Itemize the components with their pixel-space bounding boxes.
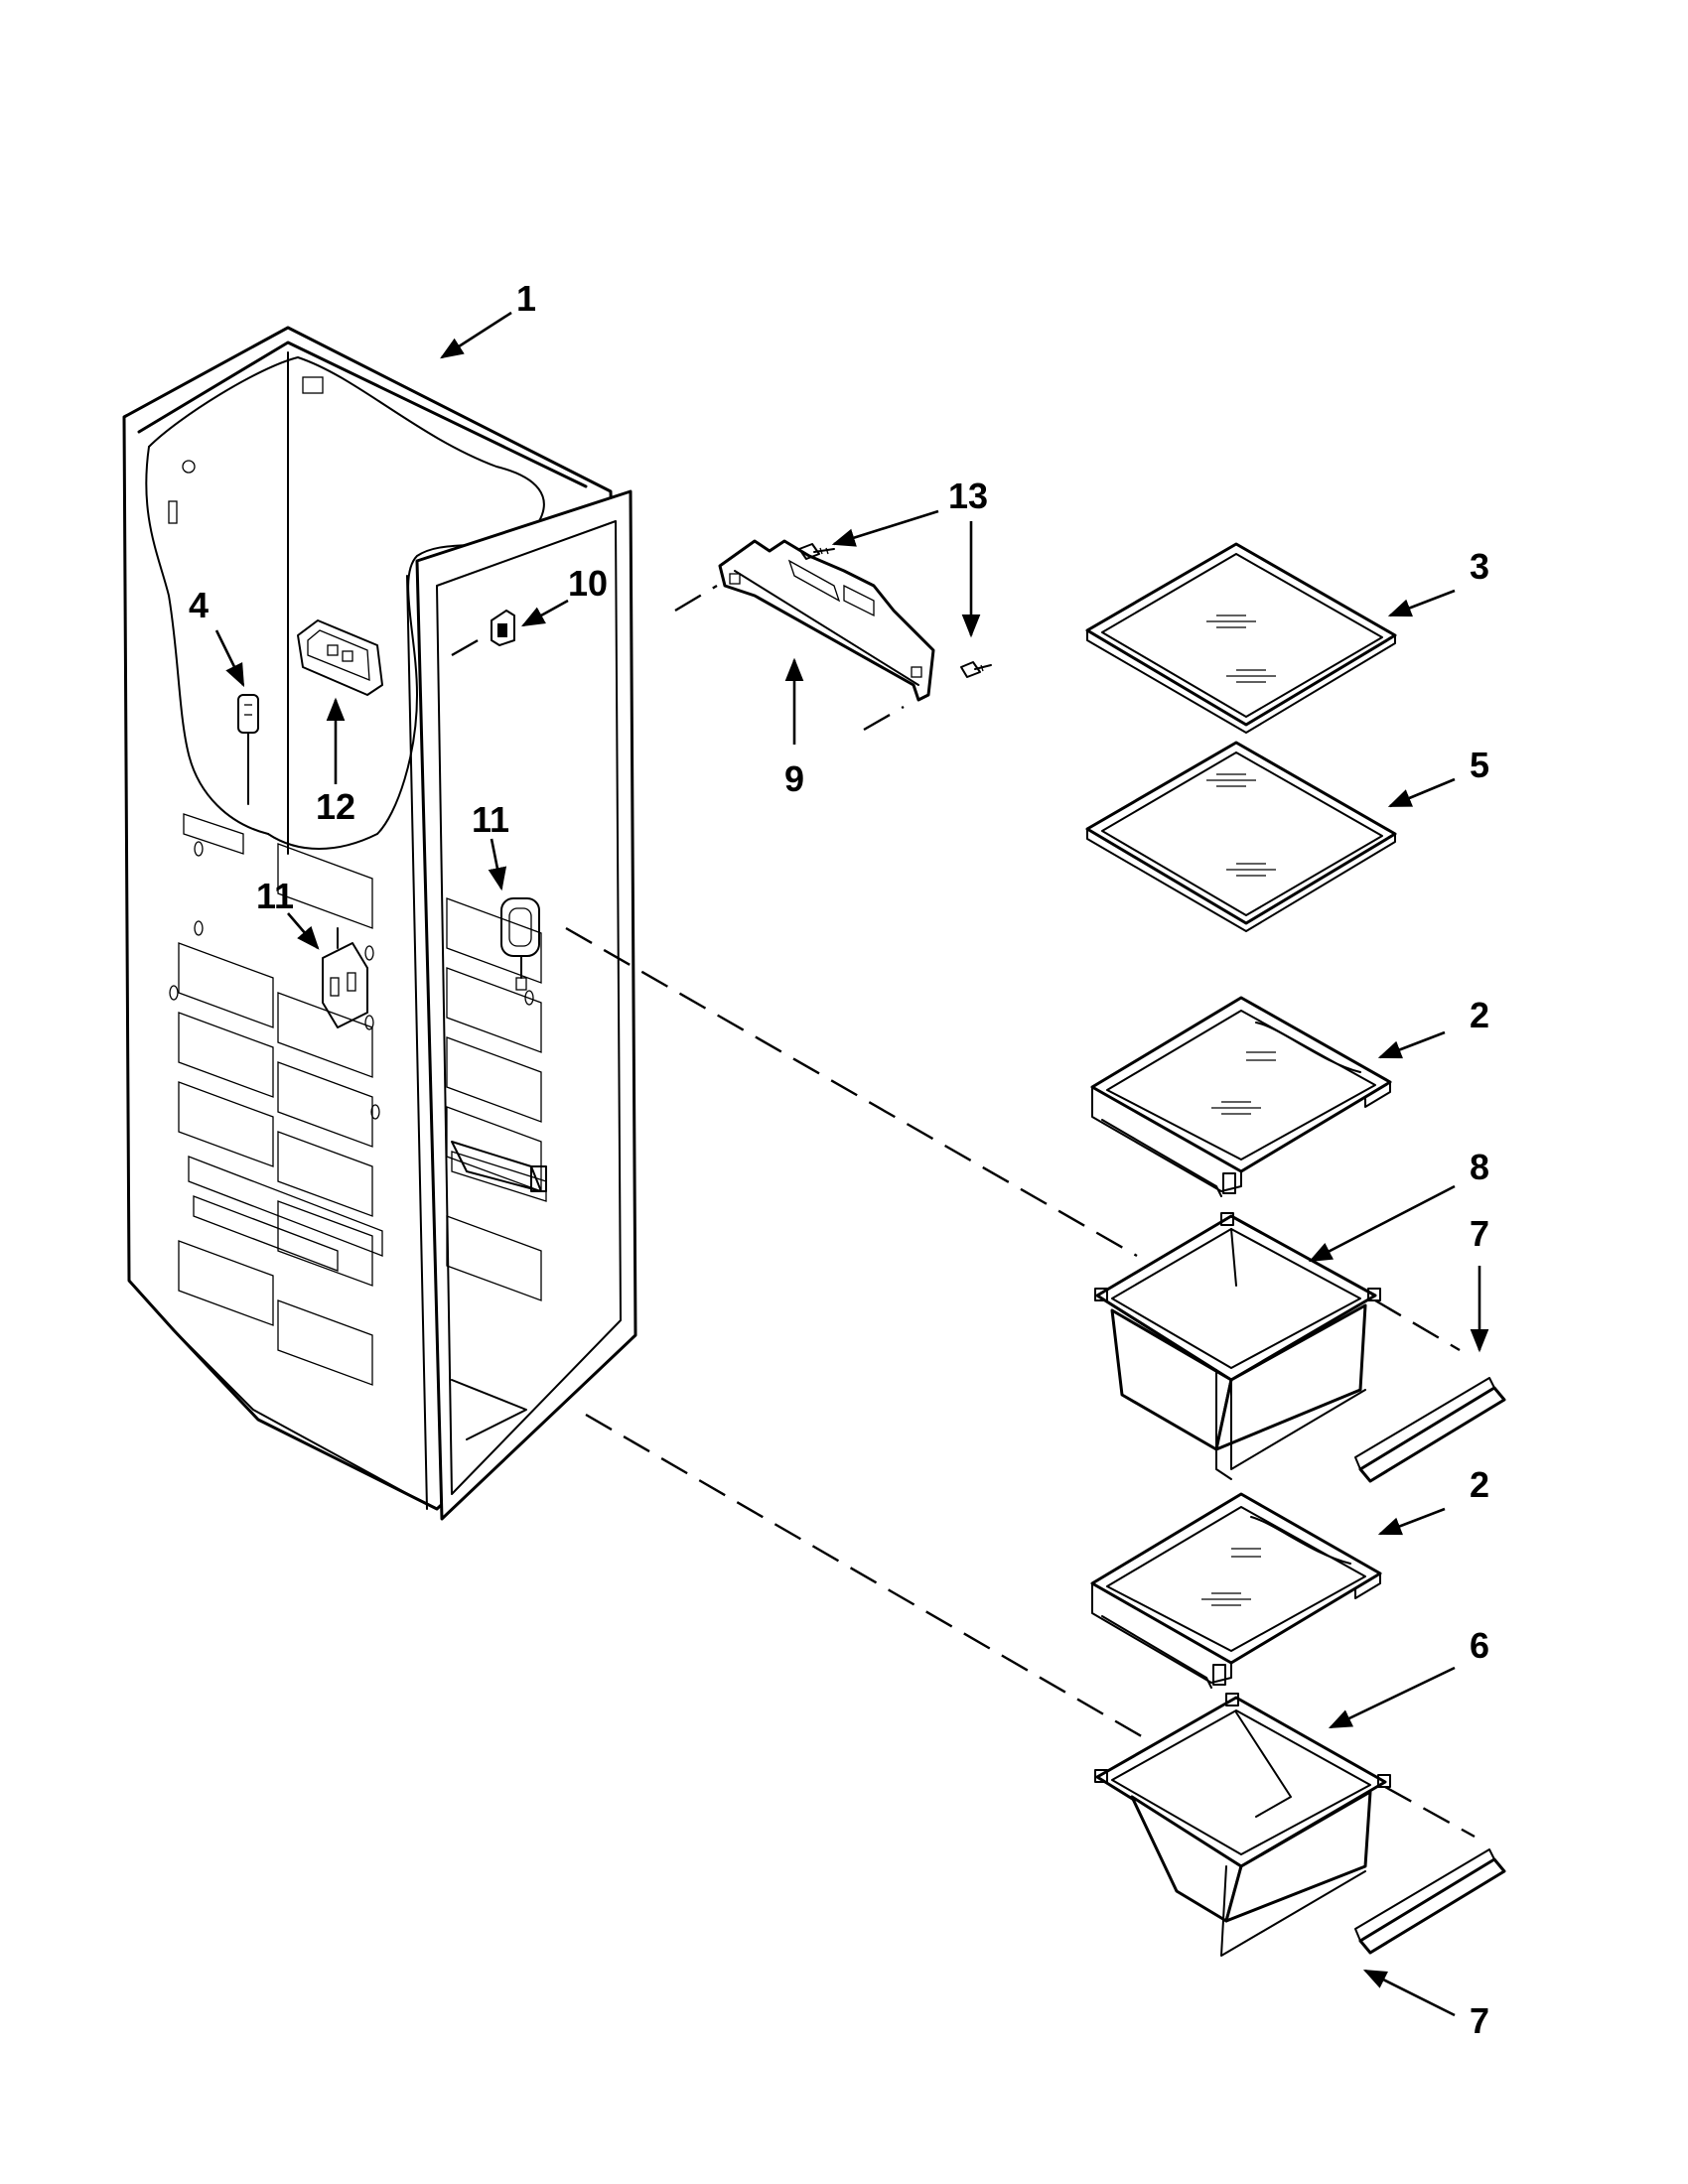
drawer-slide-lower bbox=[1354, 1848, 1506, 1955]
drawer-slide-upper bbox=[1354, 1377, 1506, 1483]
callout-10: 10 bbox=[568, 563, 608, 604]
callout-2-upper: 2 bbox=[1470, 995, 1489, 1035]
callout-6: 6 bbox=[1470, 1625, 1489, 1666]
callout-13: 13 bbox=[948, 476, 988, 516]
refrigerator-liner bbox=[122, 326, 637, 1521]
screw-top-icon bbox=[798, 543, 835, 560]
thermistor-side-icon bbox=[500, 897, 540, 991]
crisper-cover-lower bbox=[1090, 1492, 1382, 1689]
crisper-drawer-6 bbox=[1094, 1693, 1391, 1957]
crisper-cover-upper bbox=[1090, 996, 1392, 1197]
callout-4: 4 bbox=[189, 585, 209, 625]
crisper-bracket bbox=[718, 539, 935, 702]
leader-lines bbox=[214, 311, 1489, 2017]
callout-9: 9 bbox=[784, 758, 804, 799]
callout-5: 5 bbox=[1470, 745, 1489, 785]
callout-3: 3 bbox=[1470, 546, 1489, 587]
callout-7-lower: 7 bbox=[1470, 2000, 1489, 2041]
damper-icon bbox=[491, 610, 515, 646]
glass-shelf-5 bbox=[1085, 741, 1397, 932]
side-rail bbox=[451, 1141, 547, 1192]
glass-shelf-3 bbox=[1085, 542, 1397, 734]
thermistor-rear-icon bbox=[322, 927, 368, 1028]
screw-bottom-icon bbox=[960, 661, 992, 678]
light-housing-icon bbox=[297, 619, 383, 696]
callout-11-rear: 11 bbox=[256, 876, 294, 916]
light-socket-icon bbox=[237, 694, 259, 805]
callout-2-lower: 2 bbox=[1470, 1464, 1489, 1505]
callout-8: 8 bbox=[1470, 1147, 1489, 1187]
callout-7-upper: 7 bbox=[1470, 1213, 1489, 1254]
crisper-drawer-8 bbox=[1094, 1212, 1381, 1480]
callout-1: 1 bbox=[516, 278, 536, 319]
callout-11-side: 11 bbox=[472, 799, 509, 840]
callout-12: 12 bbox=[316, 786, 355, 827]
